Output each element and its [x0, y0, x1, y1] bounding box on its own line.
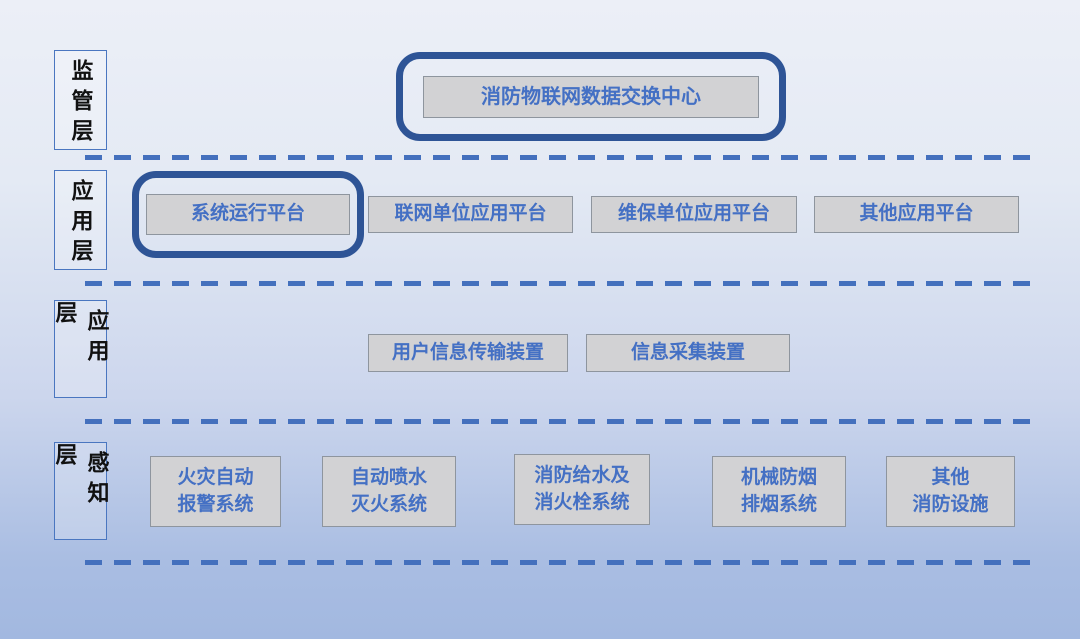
- highlight-frame-data-exchange-center: 消防物联网数据交换中心: [396, 52, 786, 141]
- layer-label-supervision: 监管层: [54, 50, 107, 150]
- node-other-application-platform: 其他应用平台: [814, 196, 1019, 233]
- node-maintenance-unit-platform: 维保单位应用平台: [591, 196, 797, 233]
- highlight-frame-system-platform: 系统运行平台: [132, 171, 364, 258]
- layer-separator-3: [85, 419, 1037, 424]
- layer-separator-4: [85, 560, 1037, 565]
- node-sprinkler-system: 自动喷水 灭火系统: [322, 456, 456, 527]
- layer-label-application-2: 应用层: [53, 300, 110, 398]
- layer-separator-1: [85, 155, 1037, 160]
- node-system-operation-platform: 系统运行平台: [146, 194, 350, 235]
- node-smoke-control-system: 机械防烟 排烟系统: [712, 456, 846, 527]
- node-other-fire-facilities: 其他 消防设施: [886, 456, 1015, 527]
- node-fire-alarm-system: 火灾自动 报警系统: [150, 456, 281, 527]
- node-user-info-transmission-device: 用户信息传输装置: [368, 334, 568, 372]
- node-fire-water-supply-system: 消防给水及 消火栓系统: [514, 454, 650, 525]
- node-networked-unit-platform: 联网单位应用平台: [368, 196, 573, 233]
- node-info-collection-device: 信息采集装置: [586, 334, 790, 372]
- layer-separator-2: [85, 281, 1037, 286]
- layer-label-perception: 感知层: [53, 442, 110, 540]
- layer-label-application: 应用层: [54, 170, 107, 270]
- node-data-exchange-center: 消防物联网数据交换中心: [423, 75, 759, 118]
